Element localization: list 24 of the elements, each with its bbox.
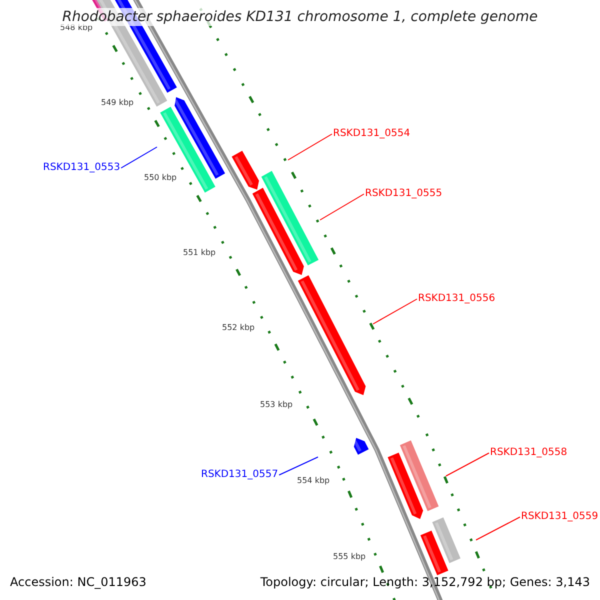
footer-text: Accession: NC_011963: [10, 576, 146, 588]
leader-line: [120, 146, 158, 168]
scale-label: 554 kbp: [297, 477, 330, 485]
leader-line: [476, 516, 520, 540]
gene-label: RSKD131_0556: [418, 294, 496, 304]
leader-line: [320, 194, 364, 220]
leader-line: [446, 452, 490, 476]
scale-label: 555 kbp: [333, 553, 366, 561]
gene-label: RSKD131_0557: [201, 470, 278, 480]
scale-label: 553 kbp: [260, 401, 293, 409]
scale-label: 551 kbp: [183, 249, 216, 257]
gene-label: RSKD131_0558: [490, 448, 568, 458]
gene-label: RSKD131_0559: [521, 512, 598, 522]
scale-label: 549 kbp: [101, 99, 134, 107]
gene-label: RSKD131_0555: [365, 189, 442, 199]
leader-line: [278, 456, 318, 476]
gene-label: RSKD131_0554: [333, 129, 410, 139]
leader-line: [372, 298, 418, 324]
scale-label: 552 kbp: [222, 324, 255, 332]
scale-label: 550 kbp: [144, 174, 177, 182]
leader-line: [288, 134, 332, 160]
scale-label: 548 kbp: [60, 24, 93, 32]
gene-label: RSKD131_0553: [43, 163, 120, 173]
footer-text: Topology: circular; Length: 3,152,792 bp; Genes: 3,143: [260, 576, 590, 588]
